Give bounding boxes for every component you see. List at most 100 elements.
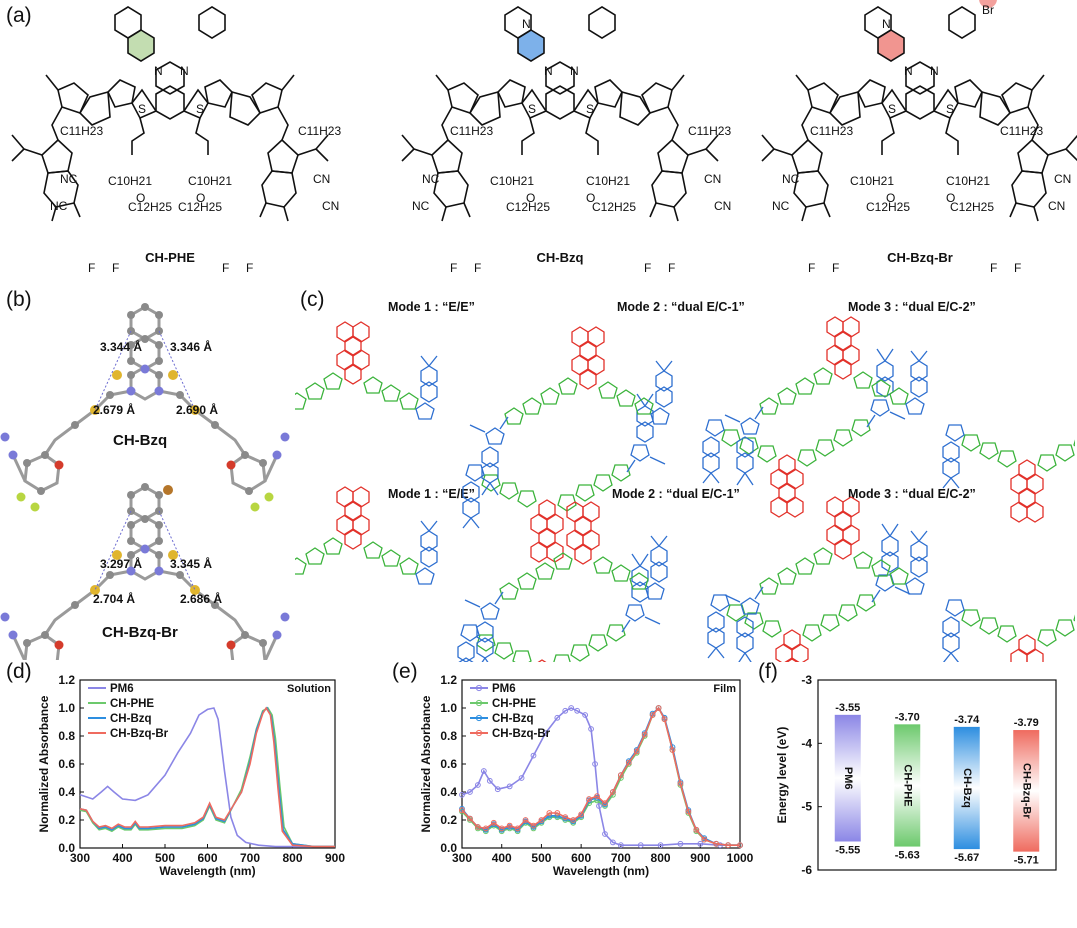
- legend-marker: [475, 684, 483, 692]
- energy-bar-ch-bzq-br: [1013, 730, 1040, 852]
- distance-label: 3.344 Å: [100, 340, 143, 354]
- mode-title: Mode 1 : “E/E”: [388, 487, 475, 501]
- f-label: F: [112, 261, 119, 275]
- branch-label: C12H25: [128, 200, 172, 214]
- y-tick-label: 0.4: [58, 785, 75, 799]
- y-tick-label: 0.6: [58, 757, 75, 771]
- y-axis-label: Normalized Absorbance: [37, 695, 51, 832]
- f-label: F: [832, 261, 839, 275]
- data-point: [661, 716, 668, 723]
- data-point: [474, 824, 481, 830]
- y-tick-label: 0.8: [440, 729, 457, 743]
- branch-label: C10H21: [946, 174, 990, 188]
- n-atom-label: N: [570, 64, 579, 78]
- n-atom-label: N: [930, 64, 939, 78]
- n-label-bzq-br: N: [882, 17, 891, 31]
- nc-label: NC: [60, 172, 78, 186]
- y-tick-label: 1.0: [440, 701, 457, 715]
- branch-label: C10H21: [850, 174, 894, 188]
- br-label: Br: [982, 3, 994, 17]
- homo-label: -5.67: [954, 852, 979, 864]
- y-tick-label: 1.2: [440, 673, 457, 687]
- data-point: [588, 726, 594, 732]
- highlight-ring-bzq: [518, 30, 544, 61]
- legend-label: CH-PHE: [110, 698, 154, 710]
- data-point: [693, 826, 700, 833]
- panel-label-f: (f): [758, 660, 778, 683]
- y-tick-label: -4: [801, 736, 812, 750]
- f-label: F: [1014, 261, 1021, 275]
- branch-label: C12H25: [866, 200, 910, 214]
- legend-label: PM6: [492, 683, 516, 695]
- data-point: [546, 810, 553, 816]
- branch-label: C10H21: [490, 174, 534, 188]
- data-point: [669, 747, 676, 753]
- panel-label-d: (d): [6, 660, 32, 683]
- distance-label: 3.345 Å: [170, 557, 213, 571]
- plot-frame: [817, 679, 1057, 871]
- data-point: [474, 782, 481, 788]
- data-point: [554, 714, 561, 721]
- data-point: [467, 789, 473, 795]
- x-tick-label: 400: [112, 851, 132, 865]
- branch-label: C10H21: [586, 174, 630, 188]
- side-chain-label: C11H23: [688, 124, 731, 138]
- f-label: F: [474, 261, 481, 275]
- homo-label: -5.63: [895, 850, 920, 862]
- data-point: [570, 817, 577, 823]
- data-point: [506, 783, 513, 790]
- n-atom-label: N: [154, 64, 163, 78]
- s-atom-label: S: [888, 102, 896, 116]
- energy-bar-pm6: [834, 714, 861, 842]
- data-point: [592, 761, 598, 767]
- data-point: [542, 730, 549, 737]
- cn-label: CN: [1054, 172, 1071, 186]
- data-point: [467, 815, 473, 822]
- f-label: F: [222, 261, 229, 275]
- distance-label: 2.686 Å: [180, 592, 223, 606]
- cn-label: CN: [714, 199, 731, 213]
- data-point: [637, 842, 644, 849]
- lumo-label: -3.55: [835, 702, 860, 714]
- data-point: [602, 831, 608, 837]
- panel-label-a: (a): [6, 4, 32, 27]
- homo-label: -5.55: [835, 845, 860, 857]
- side-chain-label: C11H23: [60, 124, 103, 138]
- f-label: F: [668, 261, 675, 275]
- legend-marker: [475, 699, 483, 707]
- category-label: CH-PHE: [901, 764, 913, 806]
- legend-marker: [475, 729, 483, 737]
- cn-label: CN: [313, 172, 330, 186]
- mol-name-ch-bzq: CH-Bzq: [537, 250, 584, 265]
- lumo-label: -3.79: [1014, 717, 1039, 729]
- distance-label: 2.704 Å: [93, 592, 136, 606]
- y-tick-label: 0.0: [58, 841, 75, 855]
- mode-title: Mode 2 : “dual E/C-1”: [617, 300, 745, 314]
- data-point: [610, 839, 616, 846]
- o-atom-label: O: [886, 191, 895, 205]
- f-label: F: [990, 261, 997, 275]
- data-point: [725, 842, 731, 849]
- panel-label-b: (b): [6, 288, 32, 311]
- nc-label: NC: [422, 172, 440, 186]
- energy-bar-ch-bzq: [953, 726, 980, 850]
- f-label: F: [644, 261, 651, 275]
- data-point: [701, 836, 708, 843]
- panel-label-e: (e): [392, 660, 418, 683]
- distance-label: 2.679 Å: [93, 403, 136, 417]
- f-label: F: [88, 261, 95, 275]
- packing-mode-1-bzq-partner: [463, 394, 665, 562]
- data-point: [697, 840, 704, 847]
- data-point: [498, 825, 505, 832]
- packing-mode-2-bzq-br-partner: [708, 524, 910, 662]
- data-point: [657, 842, 664, 849]
- data-point: [655, 705, 662, 711]
- data-point: [685, 808, 692, 815]
- panel-label-c: (c): [300, 288, 325, 311]
- legend-label: CH-Bzq: [492, 713, 534, 725]
- packing-modes: [295, 312, 1075, 662]
- lumo-label: -3.74: [954, 714, 980, 726]
